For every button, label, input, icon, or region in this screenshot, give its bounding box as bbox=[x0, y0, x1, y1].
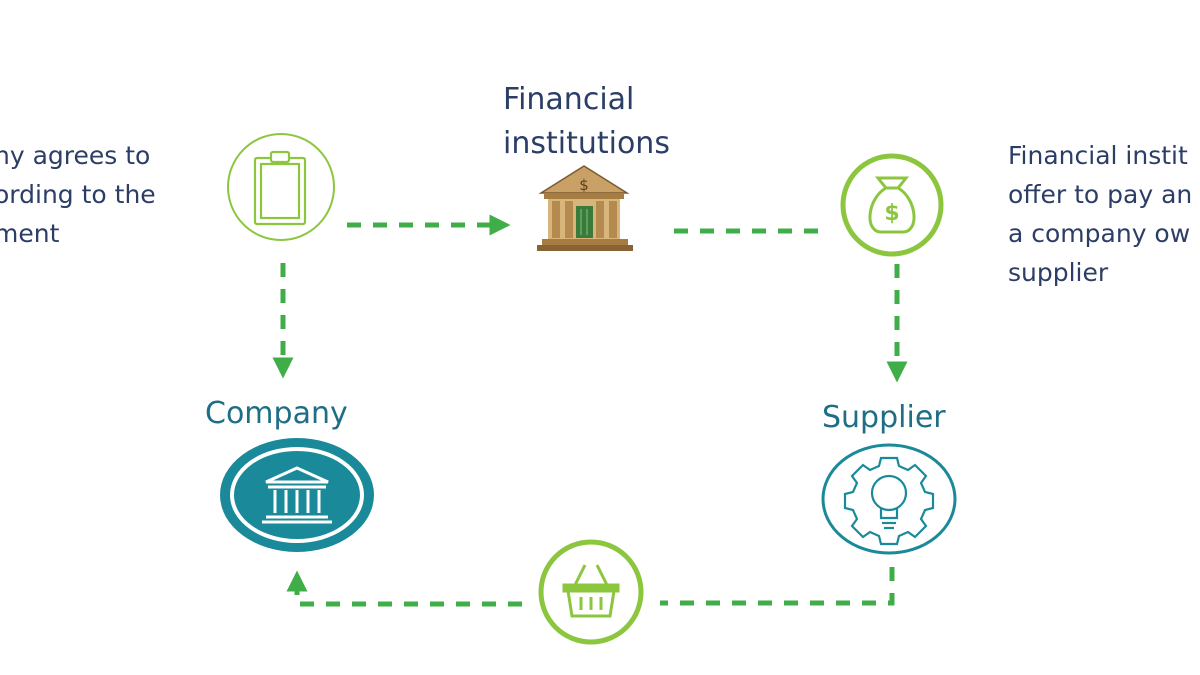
bank-columns-icon bbox=[262, 466, 332, 524]
right-description-line: supplier bbox=[1008, 258, 1109, 287]
supplier-node bbox=[821, 443, 957, 555]
left-description-text: ny agrees to ording to the ment bbox=[0, 136, 156, 253]
financial-institutions-label-line: Financial bbox=[503, 82, 635, 117]
payment-node: $ bbox=[840, 153, 944, 257]
gear-lightbulb-icon bbox=[843, 456, 935, 546]
left-description-line: ment bbox=[0, 219, 60, 248]
right-description-line: a company ow bbox=[1008, 219, 1191, 248]
money-bag-icon: $ bbox=[868, 176, 916, 234]
right-description-line: offer to pay an bbox=[1008, 180, 1193, 209]
clipboard-icon bbox=[253, 150, 307, 226]
svg-text:$: $ bbox=[884, 201, 899, 226]
svg-text:$: $ bbox=[579, 176, 589, 194]
right-description-line: Financial instit bbox=[1008, 141, 1188, 170]
financial-institutions-label: Financial institutions bbox=[503, 78, 670, 166]
shopping-basket-icon bbox=[562, 564, 620, 618]
company-label: Company bbox=[205, 396, 348, 431]
left-description-line: ny agrees to bbox=[0, 141, 151, 170]
supplier-label: Supplier bbox=[822, 400, 946, 435]
right-description-text: Financial instit offer to pay an a compa… bbox=[1008, 136, 1192, 292]
company-node bbox=[220, 438, 374, 552]
goods-node bbox=[538, 539, 644, 645]
connector-supplier-to-goods bbox=[660, 567, 895, 606]
left-description-line: ording to the bbox=[0, 180, 156, 209]
agreement-node bbox=[227, 133, 335, 241]
financial-institutions-label-line: institutions bbox=[503, 126, 670, 161]
arrow-goods-to-company bbox=[286, 570, 522, 607]
bank-building-icon: $ bbox=[537, 165, 633, 251]
